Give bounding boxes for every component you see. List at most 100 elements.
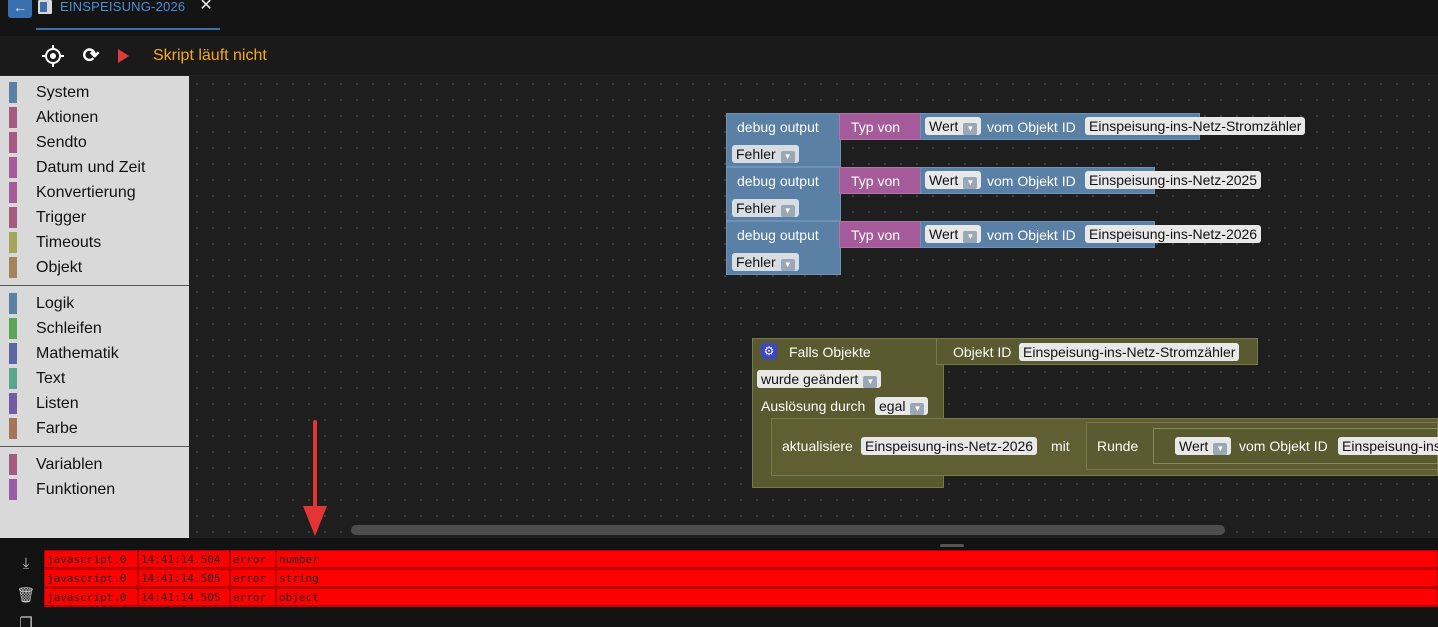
log-level: error — [230, 569, 276, 587]
vom-objekt-label: vom Objekt ID — [987, 227, 1076, 243]
category-label: Text — [36, 370, 66, 387]
chevron-down-icon: ▼ — [780, 151, 795, 163]
script-status: Skript läuft nicht — [153, 47, 267, 64]
log-msg: string — [276, 569, 1438, 587]
object-id-field[interactable]: Einspeisung-ins-Netz-2025 — [1085, 171, 1262, 189]
category-label: Funktionen — [36, 481, 116, 498]
sidebar-category-variablen[interactable]: Variablen — [0, 452, 189, 477]
sidebar-category-logik[interactable]: Logik — [0, 291, 189, 316]
category-label: Datum und Zeit — [36, 159, 146, 176]
chevron-down-icon: ▼ — [910, 403, 925, 415]
reload-icon[interactable]: ⟳ — [82, 45, 100, 67]
category-color-swatch — [9, 232, 17, 253]
log-source: javascript.0 — [44, 588, 138, 606]
log-source: javascript.0 — [44, 550, 138, 568]
category-label: Farbe — [36, 420, 78, 437]
category-label: Logik — [36, 295, 75, 312]
category-label: Objekt — [36, 259, 83, 276]
chevron-down-icon: ▼ — [963, 231, 978, 243]
gear-icon[interactable]: ⚙ — [761, 343, 777, 359]
sidebar-category-text[interactable]: Text — [0, 366, 189, 391]
category-label: Mathematik — [36, 345, 119, 362]
category-color-swatch — [9, 343, 17, 364]
trigger-condition-dropdown[interactable]: wurde geändert▼ — [757, 370, 882, 388]
typ-von-block[interactable] — [839, 113, 929, 140]
wert-dropdown[interactable]: Wert▼ — [925, 171, 982, 189]
trigger-object-label: Objekt ID — [953, 344, 1012, 360]
category-color-swatch — [9, 479, 17, 500]
category-color-swatch — [9, 132, 17, 153]
tab-bar: ← EINSPEISUNG-2026 ✕ — [0, 0, 1438, 36]
object-id-field[interactable]: Einspeisung-ins-Netz-Stromzähler — [1085, 117, 1306, 135]
typ-von-block[interactable] — [839, 167, 929, 194]
log-level-dropdown[interactable]: Fehler▼ — [732, 145, 799, 163]
clear-log-icon[interactable]: 🗑 — [16, 587, 36, 604]
vom-objekt-label: vom Objekt ID — [987, 173, 1076, 189]
inner-wert-dropdown[interactable]: Wert▼ — [1175, 437, 1232, 455]
chevron-down-icon: ▼ — [780, 205, 795, 217]
category-label: Timeouts — [36, 234, 102, 251]
sidebar-category-sendto[interactable]: Sendto — [0, 130, 189, 155]
sidebar-category-timeouts[interactable]: Timeouts — [0, 230, 189, 255]
sidebar-category-farbe[interactable]: Farbe — [0, 416, 189, 441]
sidebar-category-objekt[interactable]: Objekt — [0, 255, 189, 280]
copy-icon[interactable]: ❐ — [19, 615, 33, 627]
debug-output-label: debug output — [737, 119, 819, 135]
log-level-dropdown[interactable]: Fehler▼ — [732, 199, 799, 217]
inner-vom-label: vom Objekt ID — [1239, 438, 1328, 454]
typ-von-label: Typ von — [851, 173, 901, 189]
category-color-swatch — [9, 182, 17, 203]
wert-dropdown[interactable]: Wert▼ — [925, 117, 982, 135]
tab-einspeisung-2026[interactable]: EINSPEISUNG-2026 ✕ — [36, 0, 213, 30]
active-tab-indicator — [36, 28, 220, 30]
chevron-down-icon: ▼ — [1213, 443, 1228, 455]
tab-title: EINSPEISUNG-2026 — [60, 0, 186, 14]
category-color-swatch — [9, 293, 17, 314]
sidebar-category-schleifen[interactable]: Schleifen — [0, 316, 189, 341]
log-source: javascript.0 — [44, 569, 138, 587]
category-color-swatch — [9, 107, 17, 128]
wert-dropdown[interactable]: Wert▼ — [925, 225, 982, 243]
object-id-field[interactable]: Einspeisung-ins-Netz-2026 — [1085, 225, 1262, 243]
chevron-down-icon: ▼ — [780, 259, 795, 271]
horizontal-scrollbar[interactable] — [351, 525, 1225, 535]
debug-output-label: debug output — [737, 227, 819, 243]
mit-label: mit — [1051, 438, 1070, 454]
trigger-object-field[interactable]: Einspeisung-ins-Netz-Stromzähler — [1019, 343, 1240, 361]
annotation-arrow — [313, 420, 317, 518]
category-label: Sendto — [36, 134, 87, 151]
locate-icon[interactable] — [42, 45, 64, 67]
category-color-swatch — [9, 454, 17, 475]
sidebar-category-mathematik[interactable]: Mathematik — [0, 341, 189, 366]
sidebar-category-system[interactable]: System — [0, 80, 189, 105]
sidebar-category-listen[interactable]: Listen — [0, 391, 189, 416]
inner-object-field[interactable]: Einspeisung-ins — [1338, 437, 1438, 455]
log-time: 14:41:14.505 — [138, 569, 230, 587]
log-msg: object — [276, 588, 1438, 606]
back-arrow-icon[interactable]: ← — [8, 0, 32, 18]
category-label: Konvertierung — [36, 184, 136, 201]
close-icon[interactable]: ✕ — [199, 0, 213, 14]
category-label: Listen — [36, 395, 79, 412]
blockly-workspace[interactable]: debug output Fehler▼ Typ von Wert▼ vom O… — [189, 76, 1438, 538]
annotation-arrow-head — [303, 506, 327, 536]
sidebar-category-konvertierung[interactable]: Konvertierung — [0, 180, 189, 205]
sidebar-category-funktionen[interactable]: Funktionen — [0, 477, 189, 502]
typ-von-label: Typ von — [851, 119, 901, 135]
chevron-down-icon: ▼ — [963, 177, 978, 189]
sidebar-category-aktionen[interactable]: Aktionen — [0, 105, 189, 130]
ausloesung-dropdown[interactable]: egal▼ — [875, 397, 929, 415]
scroll-down-icon[interactable]: ⤓ — [22, 555, 30, 572]
typ-von-block[interactable] — [839, 221, 929, 248]
sidebar-category-datum-und-zeit[interactable]: Datum und Zeit — [0, 155, 189, 180]
typ-von-label: Typ von — [851, 227, 901, 243]
panel-resize-handle[interactable] — [940, 544, 964, 547]
category-label: Aktionen — [36, 109, 99, 126]
sidebar-category-trigger[interactable]: Trigger — [0, 205, 189, 230]
update-target-field[interactable]: Einspeisung-ins-Netz-2026 — [861, 437, 1038, 455]
log-level-dropdown[interactable]: Fehler▼ — [732, 253, 799, 271]
category-color-swatch — [9, 418, 17, 439]
play-icon[interactable] — [118, 49, 129, 63]
